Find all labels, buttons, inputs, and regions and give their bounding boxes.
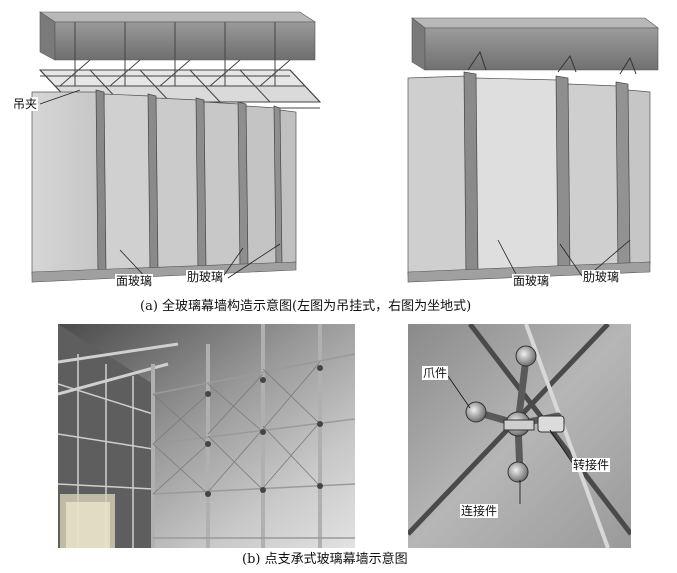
- face-glass-label-right: 面玻璃: [512, 274, 551, 288]
- face-glass-panels-left: [31, 91, 297, 276]
- caption-a: (a) 全玻璃幕墙构造示意图(左图为吊挂式，右图为坐地式): [140, 299, 472, 314]
- concrete-beam-left: [39, 11, 316, 61]
- rib-glass-fins-left: [95, 89, 283, 275]
- floor-base-right: [407, 261, 651, 283]
- suspended-curtain-wall-drawing: [31, 11, 322, 283]
- adapter-label: 转接件: [572, 458, 611, 472]
- rib-glass-fins-right: [463, 71, 631, 277]
- rib-glass-label-left: 肋玻璃: [186, 270, 225, 284]
- rib-glass-label-right: 肋玻璃: [582, 270, 621, 284]
- floor-standing-curtain-wall-drawing: [407, 17, 659, 283]
- face-glass-panels-right: [407, 75, 651, 276]
- concrete-beam-right: [411, 17, 659, 71]
- clip-label: 吊夹: [12, 97, 39, 111]
- top-brackets: [467, 50, 637, 75]
- face-glass-label-left: 面玻璃: [115, 274, 154, 288]
- connector-label: 连接件: [460, 504, 499, 518]
- spider-fitting-photo: [408, 324, 631, 548]
- claw-label: 爪件: [422, 366, 449, 380]
- point-supported-wall-photo: [58, 324, 355, 548]
- caption-b: (b) 点支承式玻璃幕墙示意图: [242, 552, 408, 567]
